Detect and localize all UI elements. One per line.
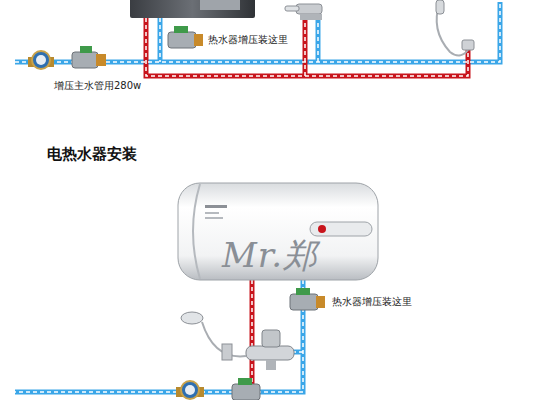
cold-pipe [15,2,500,62]
electric-water-heater [178,183,378,280]
watermark: Mr.郑 [222,236,318,275]
callout-note: 增压主水管用280w [52,80,143,92]
mixer-valve [246,330,294,370]
instant-heater [130,0,255,18]
booster-pump [290,288,325,310]
booster-pump [72,46,106,68]
pipe-dash [15,2,500,400]
callout-note: 热水器增压装这里 [330,296,414,308]
water-meter [28,51,54,69]
booster-pump [168,26,203,48]
shower [181,312,246,360]
callout-note: 热水器增压装这里 [206,34,290,46]
faucet [285,4,322,20]
water-meter [176,381,204,399]
hot-pipe [146,18,468,76]
booster-pump [232,378,260,400]
cold-pipe [15,280,303,392]
heater-panel [200,0,240,10]
shower [436,0,474,56]
section-heading: 电热水器安装 [47,146,137,163]
